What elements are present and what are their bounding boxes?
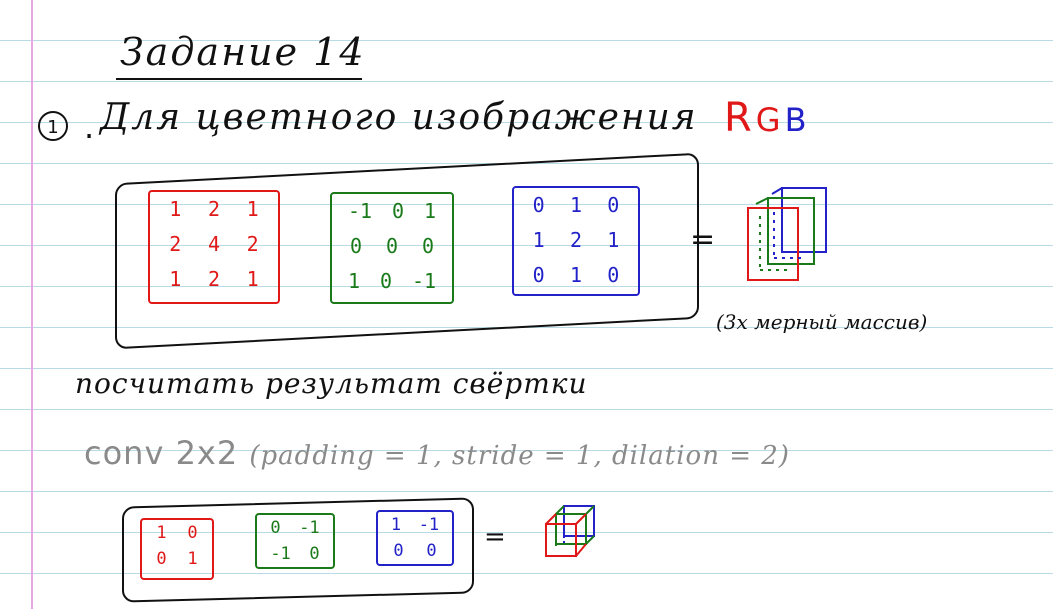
matrix-cell: 2: [246, 232, 259, 256]
matrix-cell: 1: [532, 228, 545, 252]
matrix-row: -1 0: [257, 541, 333, 567]
matrix-row: -1 0 1: [332, 194, 452, 229]
matrix-cell: 0: [187, 523, 198, 543]
matrix-row: 0 0 0: [332, 229, 452, 264]
matrix-cell: 1: [569, 193, 583, 217]
rgb-r: R: [724, 95, 756, 141]
rgb-b: B: [784, 101, 811, 139]
matrix-cell: 1: [423, 199, 437, 223]
matrix-cell: 0: [309, 544, 320, 564]
matrix-row: 0 1 0: [514, 188, 638, 223]
conv-kernel-green: 0 -1 -1 0: [255, 513, 335, 569]
rgb-label: RGB: [724, 95, 811, 141]
conv-prefix: conv 2x2: [84, 434, 239, 472]
matrix-row: 1 2 1: [514, 223, 638, 258]
volume-note: (3x мерный массив): [716, 310, 928, 334]
matrix-cell: 0: [607, 263, 620, 287]
matrix-cell: 1: [246, 197, 259, 221]
matrix-cell: 1: [347, 269, 361, 293]
matrix-row: 1 -1: [378, 512, 452, 538]
conv-kernel-red: 1 0 0 1: [140, 518, 214, 580]
task-number-circle: 1: [38, 111, 68, 141]
input-kernel-blue: 0 1 0 1 2 1 0 1 0: [512, 186, 640, 296]
equals-sign: =: [690, 222, 716, 257]
equals-sign: =: [484, 522, 506, 552]
matrix-cell: 0: [426, 541, 437, 561]
matrix-cell: -1: [347, 199, 373, 223]
instruction-text: посчитать результат свёртки: [75, 367, 588, 400]
matrix-row: 0 0: [378, 538, 452, 564]
matrix-cell: 0: [156, 549, 167, 569]
matrix-cell: -1: [418, 515, 440, 535]
rgb-volume-icon: [747, 187, 827, 281]
matrix-cell: 2: [207, 267, 220, 291]
title-underline: [116, 78, 362, 80]
rgb-g: G: [755, 101, 785, 139]
conv-kernel-blue: 1 -1 0 0: [376, 510, 454, 566]
matrix-row: 1 2 1: [150, 262, 278, 297]
matrix-cell: 1: [169, 197, 182, 221]
matrix-cell: 1: [187, 549, 198, 569]
matrix-cell: 2: [169, 232, 182, 256]
matrix-row: 1 0 -1: [332, 264, 452, 299]
matrix-row: 0 1: [142, 546, 212, 572]
matrix-cell: 1: [156, 523, 167, 543]
matrix-cell: 1: [169, 267, 182, 291]
conv-spec: conv 2x2 (padding = 1, stride = 1, dilat…: [84, 434, 790, 472]
matrix-cell: 0: [532, 193, 545, 217]
matrix-cell: 0: [392, 199, 405, 223]
margin-line: [31, 0, 33, 609]
page-title: Задание 14: [120, 30, 366, 74]
matrix-cell: 0: [421, 234, 435, 258]
matrix-cell: 1: [390, 515, 402, 535]
matrix-row: 0 1 0: [514, 258, 638, 293]
matrix-cell: -1: [411, 269, 437, 293]
matrix-cell: 1: [246, 267, 259, 291]
matrix-cell: 2: [207, 197, 220, 221]
matrix-cell: 0: [270, 518, 281, 538]
matrix-row: 1 2 1: [150, 192, 278, 227]
conv-params: (padding = 1, stride = 1, dilation = 2): [249, 441, 790, 471]
matrix-row: 1 0: [142, 520, 212, 546]
matrix-cell: 2: [569, 228, 583, 252]
matrix-cell: 0: [393, 541, 404, 561]
matrix-cell: 4: [207, 232, 220, 256]
matrix-cell: -1: [299, 518, 320, 538]
matrix-cell: 0: [349, 234, 363, 258]
matrix-cell: 1: [607, 228, 620, 252]
matrix-cell: 0: [607, 193, 620, 217]
conv-volume-icon: [545, 505, 595, 557]
input-kernel-green: -1 0 1 0 0 0 1 0 -1: [330, 192, 454, 304]
task-number-dot: .: [84, 108, 95, 146]
task-text: Для цветного изображения: [100, 97, 698, 138]
matrix-row: 2 4 2: [150, 227, 278, 262]
matrix-cell: -1: [270, 544, 291, 564]
matrix-cell: 0: [532, 263, 545, 287]
matrix-cell: 0: [379, 269, 392, 293]
input-kernel-red: 1 2 1 2 4 2 1 2 1: [148, 190, 280, 304]
matrix-cell: 1: [569, 263, 583, 287]
matrix-row: 0 -1: [257, 515, 333, 541]
matrix-cell: 0: [385, 234, 399, 258]
